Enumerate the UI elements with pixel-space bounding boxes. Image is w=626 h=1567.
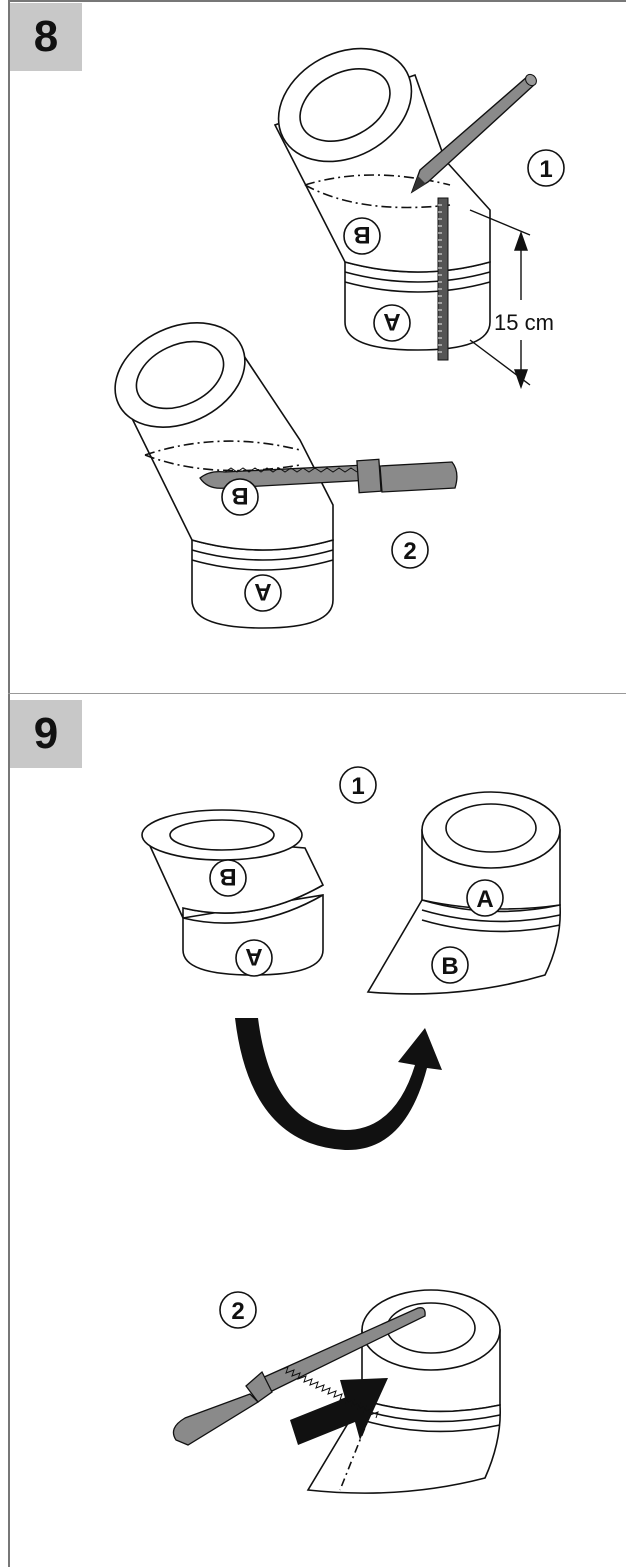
measurement-15cm [469,209,531,390]
svg-text:A: A [383,308,400,335]
pencil-icon [410,73,537,194]
svg-text:1: 1 [351,773,364,800]
svg-text:B: B [353,221,370,248]
svg-text:A: A [476,886,493,913]
step-8-badge: 8 [10,3,82,71]
svg-text:B: B [219,863,236,890]
flip-arrow-icon [235,1018,442,1151]
label-b-flipped-3: B [209,859,247,897]
step-9-badge: 9 [10,700,82,768]
label-b-flipped-2: B [221,478,259,516]
label-b-flipped: B [343,217,381,255]
substep-9-2-marker: 2 [219,1291,257,1329]
ruler [437,197,449,361]
instruction-frame [8,0,626,1567]
saw-icon [199,458,458,494]
file-tool-icon [172,1307,426,1446]
pipe-segment-after-flip [366,791,562,995]
svg-text:A: A [245,943,262,970]
label-a-flipped-3: A [235,939,273,977]
measurement-label: 15 cm [494,310,554,335]
label-b-normal: B [431,946,469,984]
svg-text:2: 2 [403,538,416,565]
push-arrow-icon [290,1378,388,1445]
svg-text:B: B [231,482,248,509]
svg-text:A: A [254,578,271,605]
label-a-flipped: A [373,304,411,342]
section-divider [8,693,626,694]
elbow-pipe-marking [273,47,491,351]
substep-2-marker: 2 [391,531,429,569]
substep-1-marker: 1 [527,149,565,187]
svg-text:B: B [441,953,458,980]
svg-text:2: 2 [231,1298,244,1325]
label-a-flipped-2: A [244,574,282,612]
elbow-pipe-cutting [114,322,334,629]
substep-9-1-marker: 1 [339,766,377,804]
label-a-normal: A [466,879,504,917]
svg-text:1: 1 [539,156,552,183]
